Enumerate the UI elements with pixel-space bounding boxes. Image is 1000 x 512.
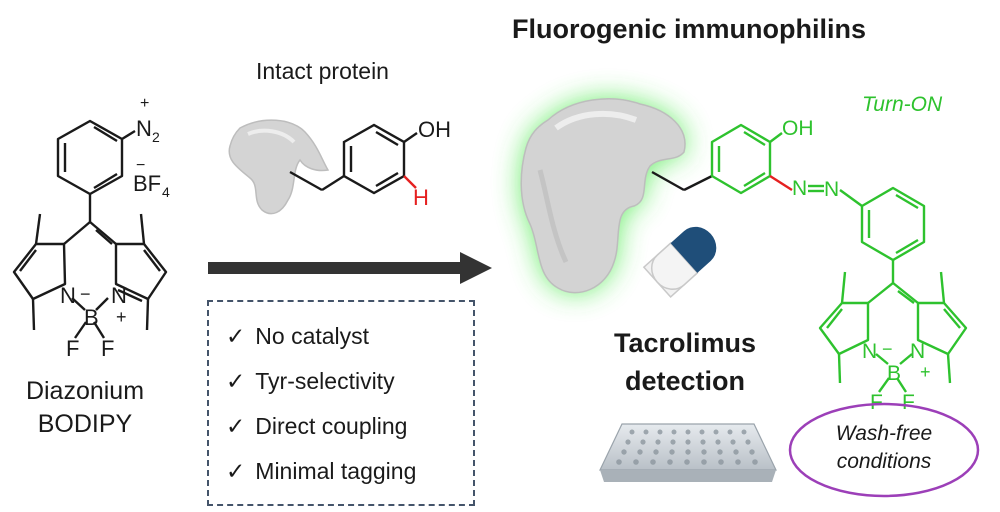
feature-item: ✓Minimal tagging bbox=[226, 458, 417, 484]
svg-text:F: F bbox=[66, 336, 79, 361]
reagent-label-line1: Diazonium bbox=[25, 377, 145, 405]
pill-icon bbox=[642, 226, 717, 299]
svg-text:F: F bbox=[870, 391, 883, 414]
svg-text:B: B bbox=[84, 305, 99, 330]
svg-text:B: B bbox=[887, 362, 901, 385]
svg-text:+: + bbox=[116, 307, 127, 327]
checkmark-icon: ✓ bbox=[226, 458, 246, 484]
glowing-protein-icon bbox=[520, 98, 686, 294]
svg-text:N: N bbox=[60, 283, 76, 308]
features-box bbox=[207, 300, 475, 506]
reaction-arrow bbox=[208, 252, 492, 284]
intact-protein-label: Intact protein bbox=[256, 58, 389, 84]
detection-label-line1: Tacrolimus bbox=[613, 328, 757, 358]
svg-text:F: F bbox=[902, 391, 915, 414]
svg-text:4: 4 bbox=[162, 184, 170, 200]
labeled-tyrosine-structure bbox=[651, 123, 968, 393]
protein-blob-icon bbox=[228, 119, 330, 215]
svg-text:2: 2 bbox=[152, 129, 160, 145]
svg-text:+: + bbox=[140, 95, 149, 112]
svg-text:N: N bbox=[824, 178, 839, 201]
diazonium-bodipy-structure bbox=[12, 119, 168, 339]
svg-text:−: − bbox=[136, 157, 145, 174]
svg-text:F: F bbox=[101, 336, 114, 361]
svg-text:N: N bbox=[792, 177, 807, 200]
svg-text:H: H bbox=[413, 185, 429, 210]
feature-item: ✓Tyr-selectivity bbox=[226, 368, 395, 394]
svg-text:−: − bbox=[80, 284, 91, 304]
checkmark-icon: ✓ bbox=[226, 368, 246, 394]
feature-item: ✓Direct coupling bbox=[226, 413, 408, 439]
svg-text:OH: OH bbox=[782, 117, 814, 140]
svg-text:N: N bbox=[862, 340, 877, 363]
detection-label-line2: detection bbox=[624, 366, 745, 396]
svg-text:N: N bbox=[910, 340, 925, 363]
microplate-icon bbox=[599, 423, 777, 482]
svg-text:OH: OH bbox=[418, 117, 451, 142]
svg-text:−: − bbox=[882, 339, 893, 359]
feature-item: ✓No catalyst bbox=[226, 323, 370, 349]
turn-on-label: Turn-ON bbox=[862, 93, 943, 116]
diagram-title: Fluorogenic immunophilins bbox=[512, 14, 866, 44]
checkmark-icon: ✓ bbox=[226, 323, 246, 349]
svg-text:N: N bbox=[136, 116, 152, 141]
wash-free-ellipse bbox=[788, 402, 980, 498]
checkmark-icon: ✓ bbox=[226, 413, 246, 439]
wash-free-label: Wash-free conditions bbox=[835, 422, 933, 473]
svg-text:N: N bbox=[111, 283, 127, 308]
tyrosine-structure bbox=[289, 123, 418, 195]
svg-text:BF: BF bbox=[133, 171, 161, 196]
reagent-label-line2: BODIPY bbox=[37, 410, 133, 438]
svg-text:+: + bbox=[920, 362, 931, 382]
